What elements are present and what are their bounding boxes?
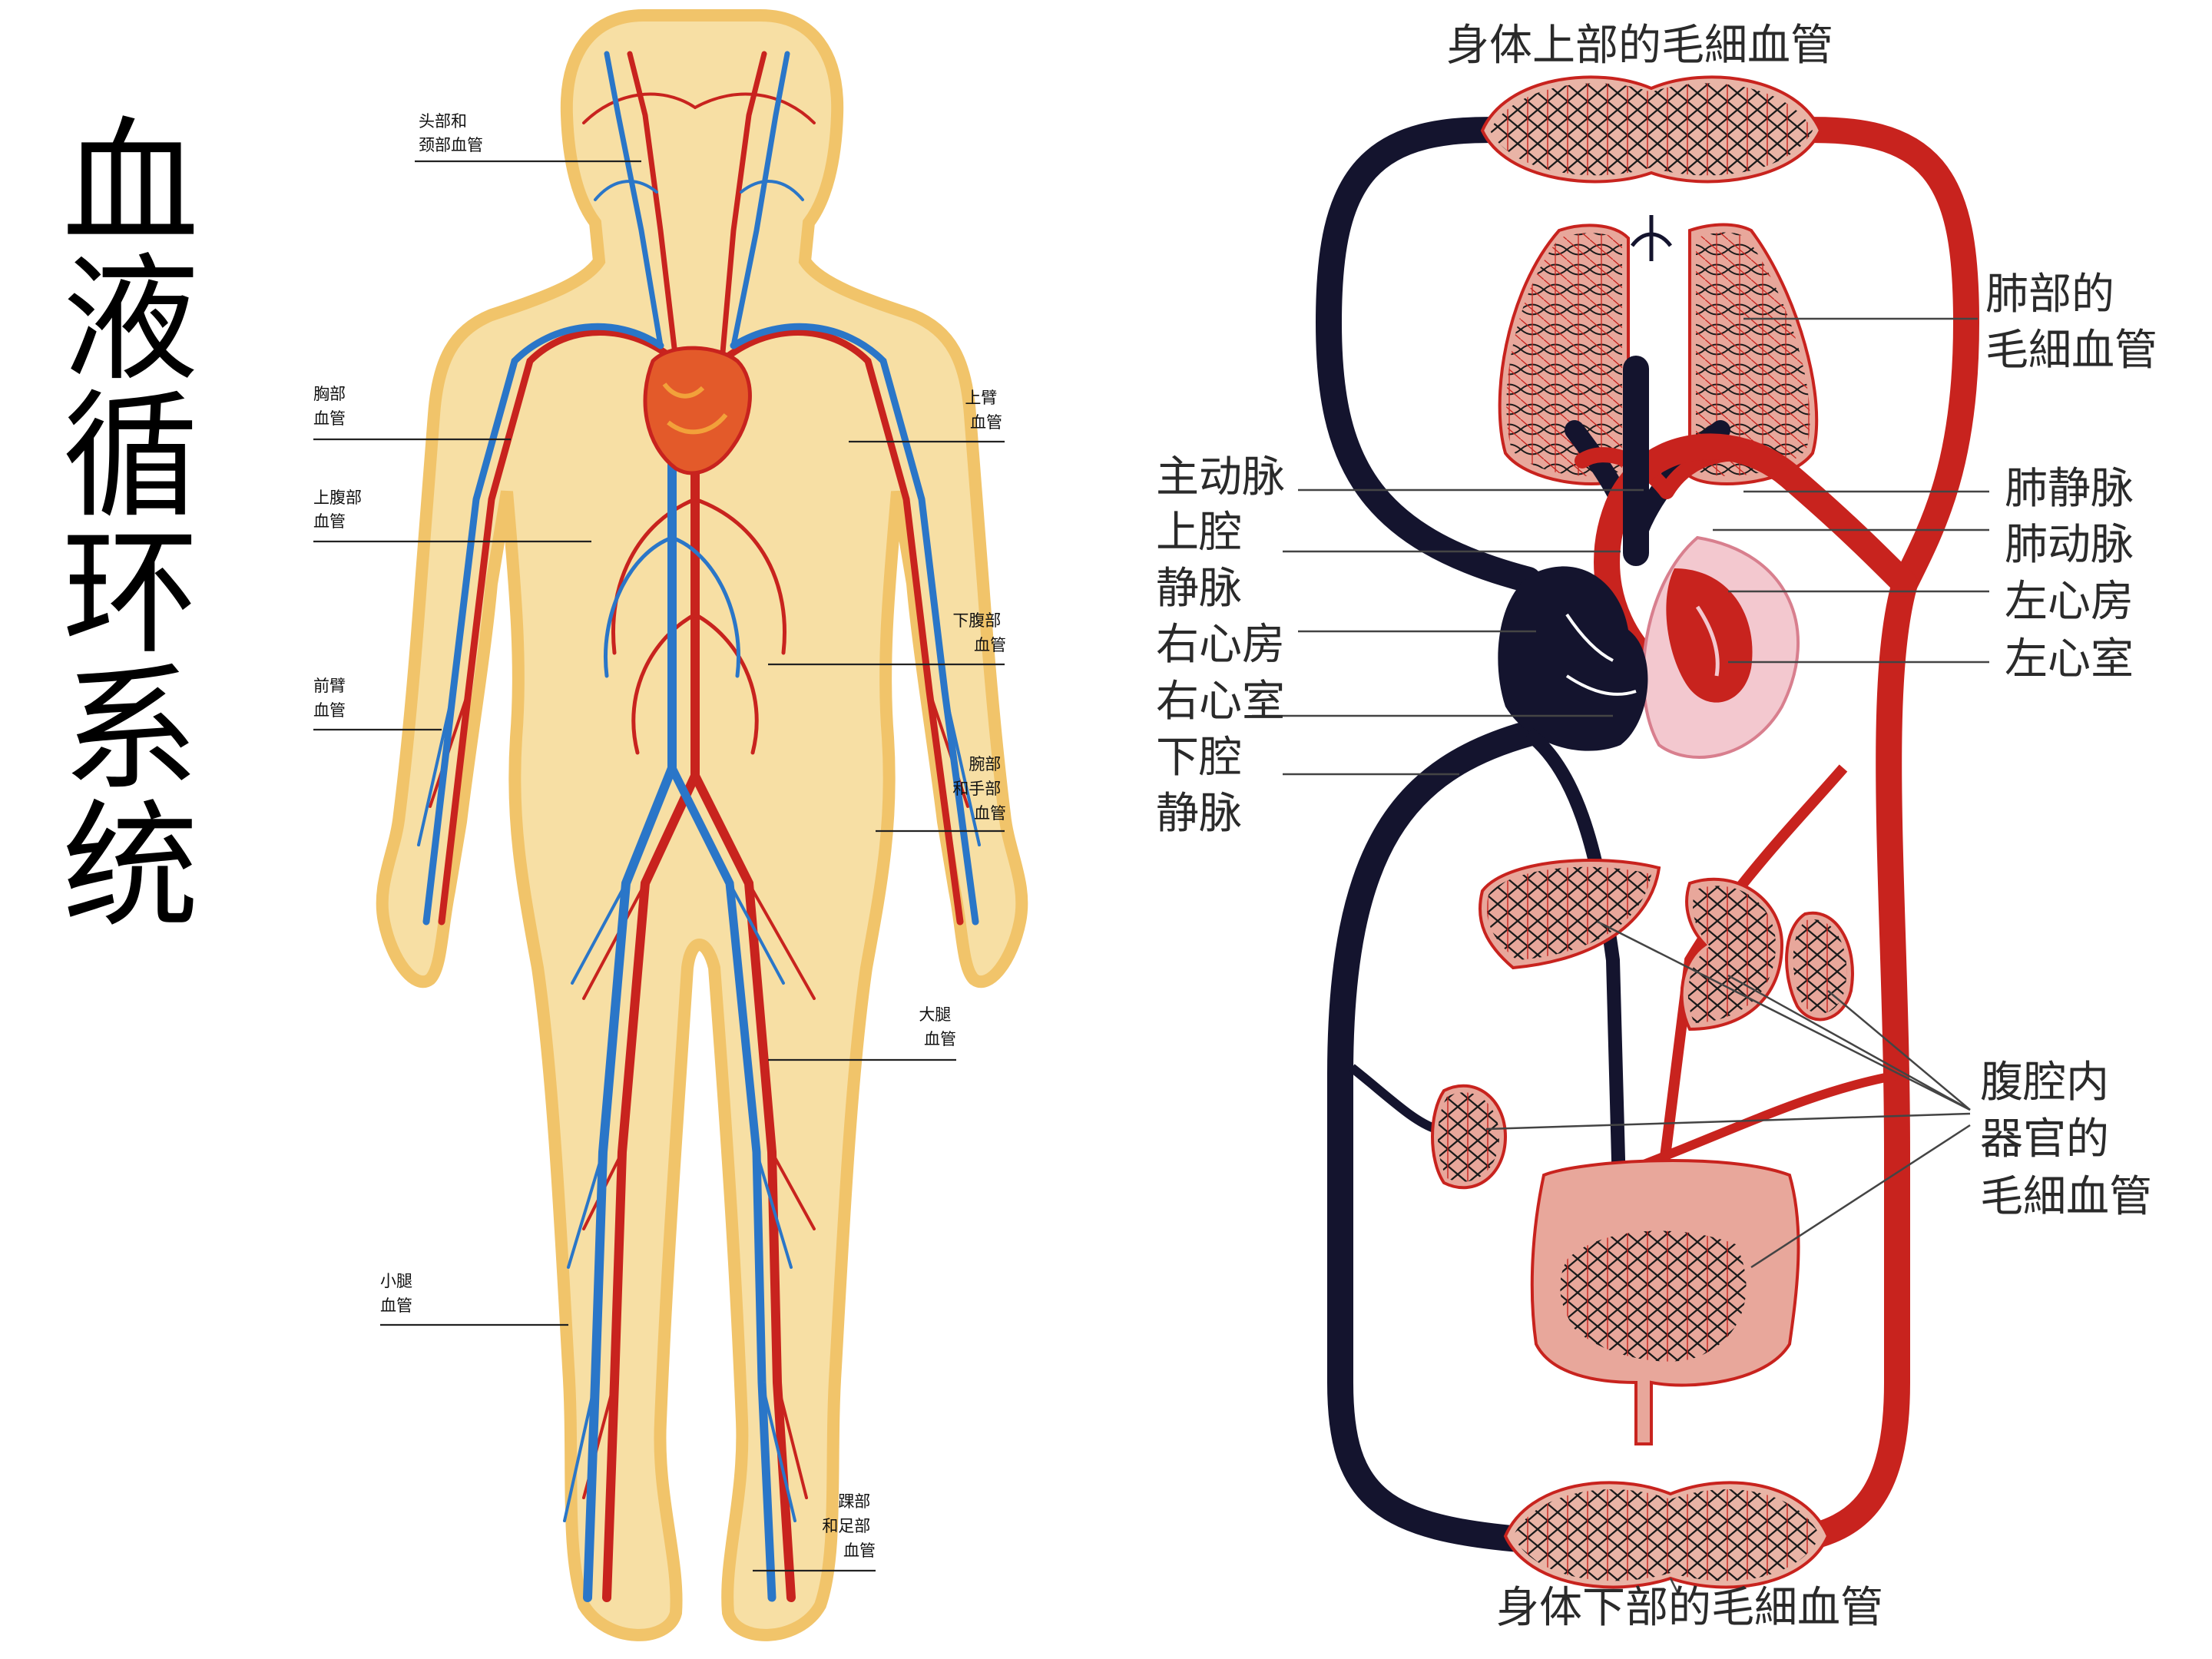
body-illustration: 头部和 颈部血管 胸部 血管 上腹部 血管 前臂 血管 上臂 血管 下腹部 血管… bbox=[313, 9, 1028, 1641]
title-char: 环 bbox=[62, 514, 199, 673]
left-heart bbox=[1666, 568, 1753, 703]
title-char: 循 bbox=[62, 377, 199, 536]
label-wrist-hand: 腕部 和手部 血管 bbox=[952, 755, 1006, 823]
body-leader-lines bbox=[313, 160, 1005, 1572]
label-inferior-vena-cava: 下腔 静脉 bbox=[1156, 733, 1256, 839]
title-char: 系 bbox=[62, 651, 199, 810]
label-right-ventricle: 右心室 bbox=[1156, 677, 1285, 727]
circulation-diagram: 身体上部的毛細血管 身体下部的毛細血管 肺部的 毛細血管 主动脉 上腔 静脉 右… bbox=[1156, 21, 2157, 1633]
label-lung-capillaries: 肺部的 毛細血管 bbox=[1985, 270, 2157, 376]
circulation-leader-lines bbox=[1252, 317, 1989, 1594]
label-thigh: 大腿 血管 bbox=[919, 1005, 956, 1048]
title-char: 血 bbox=[62, 104, 199, 263]
veins bbox=[417, 51, 981, 1602]
label-forearm: 前臂 血管 bbox=[313, 677, 351, 720]
label-head-neck: 头部和 颈部血管 bbox=[419, 112, 483, 154]
label-lower-capillaries: 身体下部的毛細血管 bbox=[1496, 1583, 1883, 1633]
label-upper-abdomen: 上腹部 血管 bbox=[313, 488, 367, 531]
label-chest: 胸部 血管 bbox=[313, 385, 351, 428]
label-ankle-foot: 踝部 和足部 血管 bbox=[822, 1492, 876, 1560]
label-aorta: 主动脉 bbox=[1156, 452, 1285, 502]
arteries bbox=[429, 51, 969, 1602]
label-calf: 小腿 血管 bbox=[380, 1272, 418, 1315]
label-lower-abdomen: 下腹部 血管 bbox=[952, 611, 1006, 654]
right-heart bbox=[1498, 566, 1648, 751]
systemic-vein-left bbox=[1315, 117, 1541, 1553]
label-upper-capillaries: 身体上部的毛細血管 bbox=[1446, 21, 1833, 71]
label-left-atrium: 左心房 bbox=[2005, 577, 2134, 627]
label-superior-vena-cava: 上腔 静脉 bbox=[1156, 508, 1256, 614]
label-pulmonary-artery: 肺动脉 bbox=[2005, 520, 2134, 570]
heart-shape bbox=[643, 346, 752, 475]
label-pulmonary-vein: 肺静脉 bbox=[2005, 464, 2134, 514]
systemic-artery-right bbox=[1777, 117, 1980, 1553]
title-char: 统 bbox=[62, 787, 199, 946]
label-abdominal-capillaries: 腹腔内 器官的 毛細血管 bbox=[1980, 1058, 2152, 1222]
label-right-atrium: 右心房 bbox=[1156, 620, 1285, 670]
label-left-ventricle: 左心室 bbox=[2005, 634, 2134, 684]
label-upper-arm: 上臂 血管 bbox=[965, 389, 1002, 432]
title-char: 液 bbox=[62, 240, 199, 399]
page-title: 血 液 循 环 系 统 bbox=[54, 115, 207, 935]
